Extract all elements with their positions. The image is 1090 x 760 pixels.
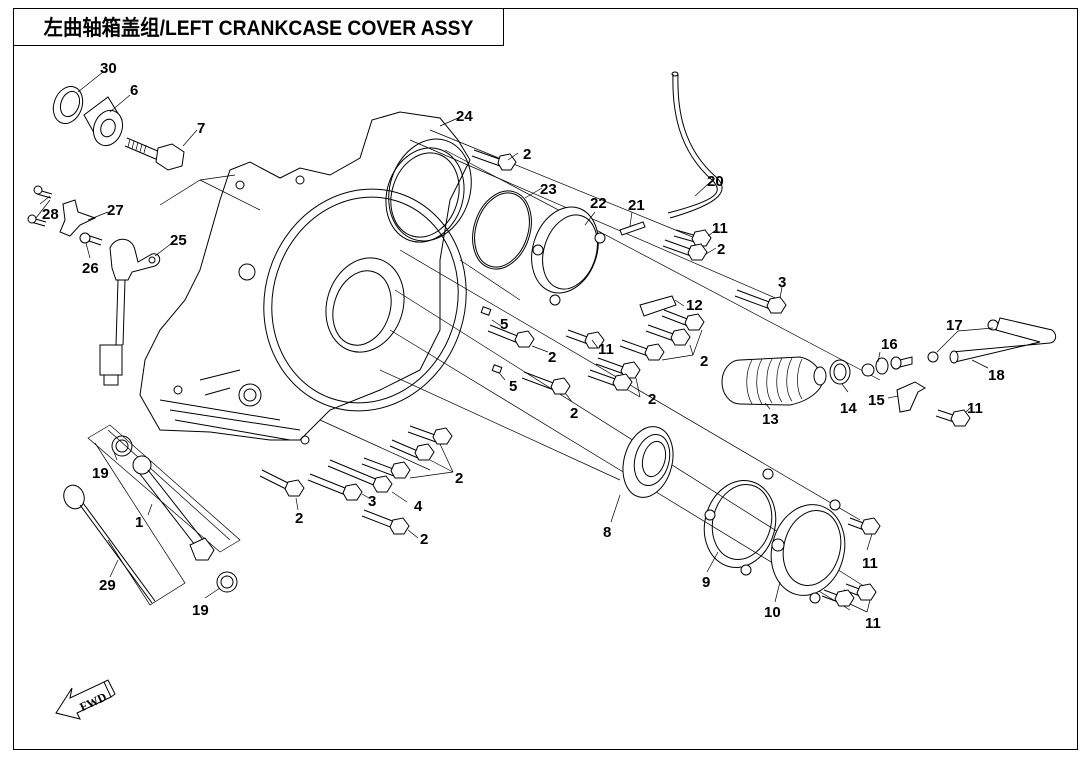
- bracket-27: [59, 199, 97, 237]
- bearing-8: [622, 426, 674, 498]
- callout-15: 15: [868, 392, 885, 409]
- dipstick-29: [63, 484, 156, 604]
- callout-13: 13: [762, 411, 779, 428]
- bolt-11-right: [935, 409, 971, 427]
- callouts: 30 6 7 24 2 23 22 21 20 11 2 3 28 27 25 …: [42, 60, 1005, 632]
- callout-11: 11: [967, 400, 983, 417]
- bolt-11-top: [673, 229, 712, 247]
- callout-2: 2: [570, 405, 578, 422]
- cover-24: [388, 138, 472, 242]
- callout-17: 17: [946, 317, 963, 334]
- callout-30: 30: [100, 60, 117, 77]
- title-box: 左曲轴箱盖组/LEFT CRANKCASE COVER ASSY: [13, 8, 504, 46]
- fwd-arrow-icon: FWD: [55, 679, 116, 720]
- fitting-16: [861, 356, 913, 377]
- callout-2: 2: [717, 241, 725, 258]
- callout-5: 5: [509, 378, 517, 395]
- hose-18: [949, 317, 1057, 364]
- crankcase-cover: [139, 111, 471, 445]
- bolt-2-top-right: [662, 239, 708, 261]
- callout-5: 5: [500, 316, 508, 333]
- bolt-7: [124, 137, 185, 171]
- callout-1: 1: [135, 514, 143, 531]
- callout-18: 18: [988, 367, 1005, 384]
- bolts-bottom: [259, 425, 453, 535]
- callout-10: 10: [764, 604, 781, 621]
- callout-2: 2: [648, 391, 656, 408]
- bolt-top-2: [471, 149, 517, 171]
- callout-11: 11: [598, 341, 614, 358]
- bolts-mid: [480, 306, 705, 395]
- drawing-frame: [13, 8, 1078, 750]
- gasket-9: [703, 468, 777, 576]
- bolts-11-bottom: [821, 517, 881, 607]
- callout-2: 2: [295, 510, 303, 527]
- bolt-3-top: [734, 289, 787, 314]
- sensor-25: [99, 238, 161, 386]
- callout-9: 9: [702, 574, 710, 591]
- breather-hose-20: [667, 71, 723, 219]
- callout-7: 7: [197, 120, 205, 137]
- pin-21: [619, 221, 646, 236]
- cover-plate-22: [531, 206, 606, 306]
- cover-10: [770, 499, 846, 604]
- leader-lines: [35, 71, 994, 613]
- callout-2: 2: [455, 470, 463, 487]
- callout-19: 19: [92, 465, 109, 482]
- callout-21: 21: [628, 197, 645, 214]
- callout-16: 16: [881, 336, 898, 353]
- callout-25: 25: [170, 232, 187, 249]
- callout-4: 4: [414, 498, 423, 515]
- callout-28: 28: [42, 206, 59, 223]
- callout-27: 27: [107, 202, 124, 219]
- callout-19: 19: [192, 602, 209, 619]
- callout-24: 24: [456, 108, 473, 125]
- callout-14: 14: [840, 400, 857, 417]
- callout-26: 26: [82, 260, 99, 277]
- callout-11: 11: [712, 220, 728, 237]
- o-ring-19-bottom: [216, 571, 238, 593]
- callout-2: 2: [548, 349, 556, 366]
- callout-2: 2: [523, 146, 531, 163]
- callout-2: 2: [420, 531, 428, 548]
- callout-3: 3: [778, 274, 786, 291]
- callout-12: 12: [686, 297, 703, 314]
- bracket-15: [896, 381, 926, 413]
- o-ring-23: [472, 190, 532, 270]
- clamp-14: [829, 359, 851, 385]
- screws-28: [27, 185, 53, 227]
- callout-11: 11: [862, 555, 878, 572]
- callout-2: 2: [700, 353, 708, 370]
- callout-23: 23: [540, 181, 557, 198]
- callout-11: 11: [865, 615, 881, 632]
- intake-boot-13: [721, 356, 827, 406]
- bolt-26: [79, 232, 103, 246]
- page-title: 左曲轴箱盖组/LEFT CRANKCASE COVER ASSY: [43, 17, 474, 40]
- callout-29: 29: [99, 577, 116, 594]
- callout-22: 22: [590, 195, 607, 212]
- clip-plate-12: [639, 295, 677, 317]
- o-ring-19-top: [111, 435, 133, 457]
- drain-plug-1: [132, 455, 215, 561]
- callout-3: 3: [368, 493, 376, 510]
- seal-ring-30: [52, 86, 84, 124]
- callout-6: 6: [130, 82, 138, 99]
- bushing-6: [83, 96, 124, 147]
- callout-8: 8: [603, 524, 611, 541]
- callout-20: 20: [707, 173, 724, 190]
